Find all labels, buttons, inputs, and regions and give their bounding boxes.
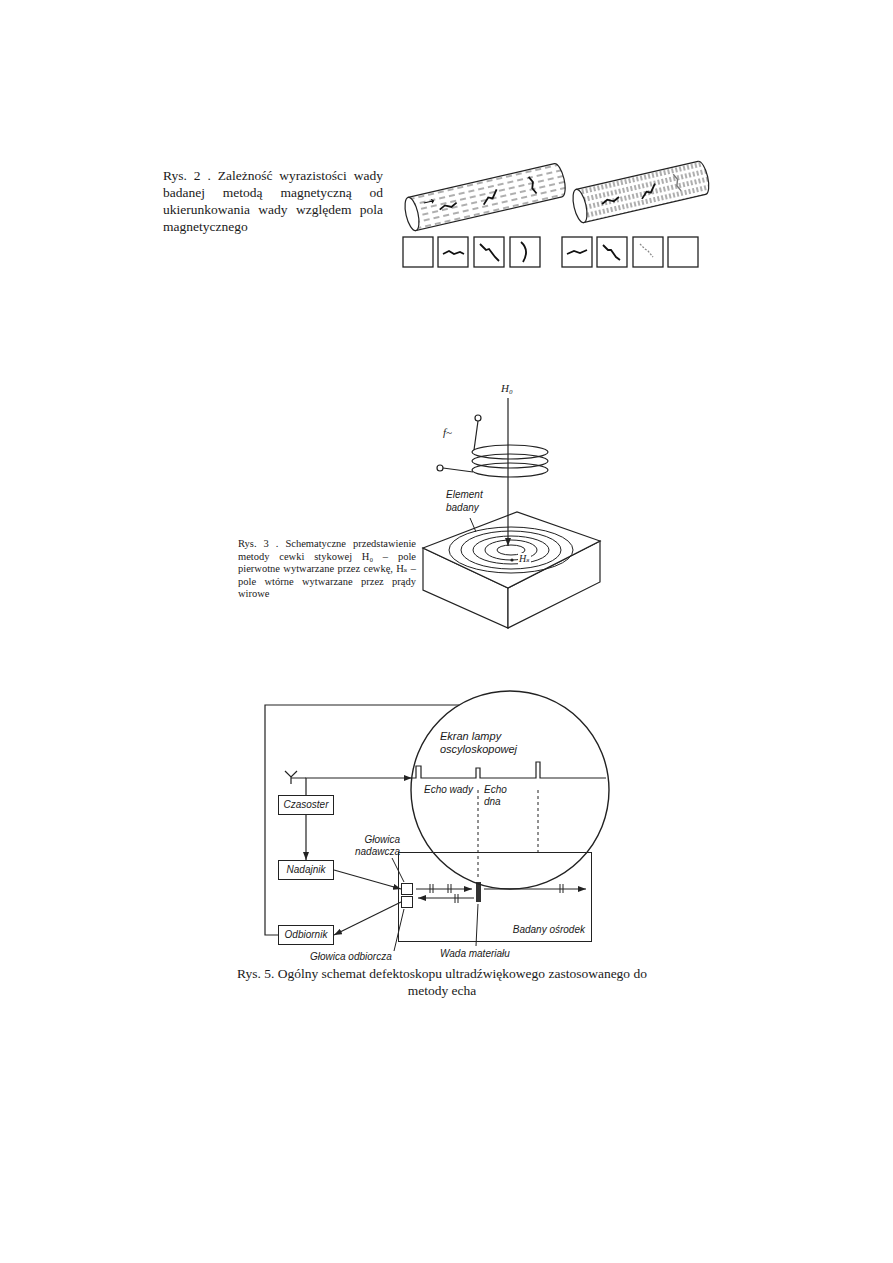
indication-squares — [403, 237, 698, 267]
cylinder-texture — [576, 160, 711, 223]
screen-circle — [411, 691, 609, 889]
indication-square — [633, 237, 663, 267]
process-box: Nadajnik — [278, 860, 334, 880]
crack-mark — [529, 176, 537, 194]
eddy-currents — [449, 527, 573, 573]
indication-square — [438, 237, 468, 267]
probe-head: Głowica nadawcza — [401, 883, 413, 895]
box-label: Odbiornik — [285, 929, 328, 941]
field-dot — [510, 558, 513, 561]
figure-caption: Rys. 5. Ogólny schemat defektoskopu ultr… — [226, 965, 658, 999]
probe-head: Głowica odbiorcza — [401, 896, 413, 908]
indication-square — [597, 237, 627, 267]
crack-mark — [521, 242, 526, 262]
crack-mark — [439, 203, 457, 210]
crack-mark — [603, 245, 620, 260]
signal-line — [334, 870, 401, 889]
part-label: Wada materiału — [440, 948, 510, 960]
oscilloscope-trace — [412, 762, 606, 778]
coil-lead — [474, 421, 478, 450]
field-label: Hₛ — [518, 553, 531, 565]
crack-mark — [639, 184, 657, 199]
eddy-loop — [473, 536, 549, 564]
tested-block — [423, 512, 600, 628]
indication-square — [474, 237, 504, 267]
eddy-loop — [449, 527, 573, 573]
block-face — [423, 512, 600, 588]
figure-caption: Rys. 3 . Schematyczne przedstawienie met… — [238, 538, 416, 601]
box-label: Ekran lampy oscyloskopowej — [440, 730, 532, 756]
indication-square — [510, 237, 540, 267]
terminal — [437, 465, 443, 471]
box-label: Głowica odbiorcza — [310, 951, 392, 963]
cylinder-texture — [408, 162, 568, 230]
crack-mark — [601, 197, 619, 204]
cylinder-transverse — [570, 160, 711, 224]
box-label: Badany ośrodek — [513, 924, 585, 936]
leader-line — [392, 858, 478, 951]
crack-mark — [443, 251, 464, 254]
process-box: Odbiornik — [278, 925, 334, 945]
box-label: Echo dna — [484, 784, 518, 808]
cylinder-body — [408, 162, 568, 230]
indication-marks — [443, 242, 653, 262]
process-box: Czasoster — [278, 795, 334, 815]
box-label: Czasoster — [283, 799, 328, 811]
crack-mark — [480, 244, 499, 261]
indication-square — [668, 237, 698, 267]
trigger-symbol — [285, 771, 306, 784]
box-label: Nadajnik — [287, 864, 326, 876]
indication-square — [403, 237, 433, 267]
signal-line — [305, 815, 306, 860]
crack-mark — [567, 250, 587, 254]
crack-mark — [673, 173, 681, 191]
signal-line — [334, 902, 401, 935]
wave-arrow — [416, 889, 472, 890]
leader-line — [470, 518, 476, 532]
cylinder-body — [576, 160, 711, 223]
eddy-loop — [461, 531, 561, 569]
coil-turn — [472, 445, 548, 459]
indication-square — [562, 237, 592, 267]
coil-turn — [472, 463, 548, 477]
cylinder-longitudinal — [402, 162, 567, 232]
field-label: H₀ — [501, 382, 513, 395]
crack-mark — [481, 189, 499, 204]
wave-fronts — [430, 884, 563, 903]
coil-lead — [443, 468, 473, 472]
crack-mark — [640, 244, 653, 257]
figure-caption: Rys. 2 . Zależność wyrazistości wady bad… — [163, 167, 383, 235]
field-arrow — [423, 199, 434, 205]
oscilloscope-screen: Ekran lampy oscyloskopowejEcho wady Echo … — [410, 690, 610, 890]
box-label: Głowica nadawcza — [346, 834, 400, 858]
terminal — [475, 415, 481, 421]
signal-line — [265, 705, 459, 935]
field-arrow — [507, 398, 508, 546]
part-label: Element badany — [446, 488, 502, 514]
frequency-label: f~ — [443, 426, 452, 439]
box-label: Echo wady — [424, 784, 473, 796]
cylinder-end — [402, 196, 421, 232]
cylinder-end — [570, 188, 589, 224]
coil-turn — [472, 454, 548, 468]
test-medium: Badany ośrodek — [398, 852, 592, 942]
coil-symbol — [437, 415, 548, 477]
signal-line — [306, 778, 412, 795]
wave-arrow — [418, 898, 474, 899]
